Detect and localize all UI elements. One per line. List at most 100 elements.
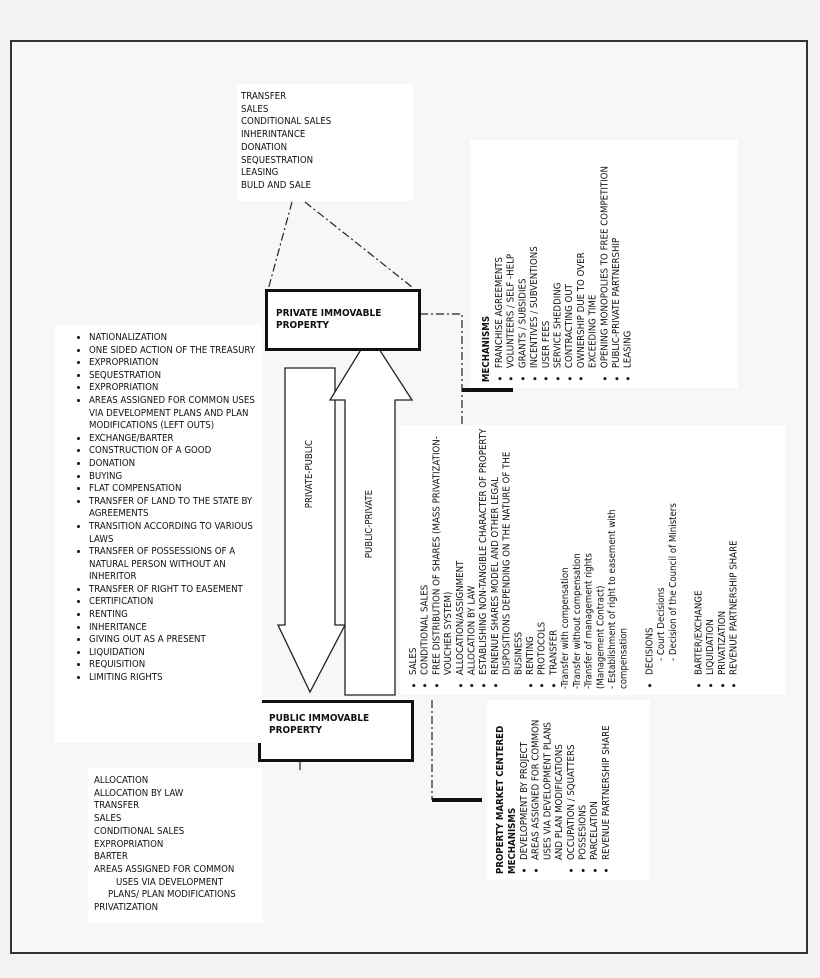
list-item: SERVICE SHEDDING [553, 166, 565, 368]
list-item: EXPROPRIATION [94, 838, 164, 850]
list-item: OCCUPATION / SQUATTERS [566, 704, 578, 860]
arrow-label-private-public: PRIVATE-PUBLIC [304, 440, 315, 509]
list-item: PRIVATIZATION [94, 902, 159, 914]
list-item: SEQUESTRATION [89, 370, 256, 383]
list-item: POSSESIONS [578, 704, 590, 860]
mechanisms-box: MECHANISMS FRANCHISE AGREEMENTS VOLUNTEE… [470, 140, 738, 388]
list-item: ALLOCATION [94, 775, 149, 786]
sub-item: -Transfer of management rights (Manageme… [583, 553, 607, 689]
list-item: LIMITING RIGHTS [89, 672, 256, 685]
list-item: GIVING OUT AS A PRESENT [89, 634, 256, 647]
list-item: LIQUIDATION [705, 425, 717, 675]
list-item: ALLOCATION BY LAW [94, 787, 184, 799]
list-item: PROTOCOLS [537, 425, 549, 675]
sub-item: -Transfer with compensation [560, 567, 572, 689]
sub-item: -Transfer without compensation [571, 553, 583, 689]
arrow-label-public-private: PUBLIC-PRIVATE [364, 490, 375, 559]
list-item: FRANCHISE AGREEMENTS [494, 166, 506, 368]
list-item: GRANTS / SUBSIDIES [517, 166, 529, 369]
list-item: OWNERSHIP DUE TO OVER EXCEEDING TIME [576, 248, 599, 368]
list-item: BARTER/EXCHANGE [693, 425, 705, 675]
list-item: EXPROPRIATION [89, 382, 256, 395]
list-item-cont: PLANS/ PLAN MODIFICATIONS [108, 889, 236, 901]
list-item: ONE SIDED ACTION OF THE TREASURY [89, 345, 256, 358]
list-item: SALES [241, 103, 269, 115]
list-item: LEASING [241, 167, 279, 179]
list-item: OPENING MONOPOLIES TO FREE COMPETITION [599, 166, 611, 368]
list-item: REQUISITION [89, 659, 256, 672]
connector-line [304, 201, 413, 288]
list-item: PRIVATIZATION [717, 425, 729, 675]
list-item: TRANSFER [94, 800, 140, 812]
list-item: TRANSFER OF RIGHT TO EASEMENT [89, 584, 256, 597]
private-immovable-property-node: PRIVATE IMMOVABLE PROPERTY [265, 289, 421, 351]
list-item: ESTABLISHING NON-TANGIBLE CHARACTER OF P… [478, 425, 490, 675]
middle-content: SALES CONDITIONAL SALES FREE DISTRIBUTIO… [408, 425, 740, 689]
list-item: INHERINTANCE [241, 129, 306, 141]
list-item: TRANSFER OF LAND TO THE STATE BY AGREEME… [89, 496, 256, 521]
sub-item: - Court Decisions [656, 587, 668, 661]
list-item: AREAS ASSIGNED FOR COMMON [94, 863, 235, 875]
list-item: ALLOCATION/ASSIGNMENT [455, 425, 467, 675]
list-item-cont: USES VIA DEVELOPMENT [116, 876, 224, 888]
list-item: BARTER [94, 851, 128, 863]
list-item: CONTRACTING OUT [564, 166, 576, 368]
transfer-sublist: -Transfer with compensation -Transfer wi… [560, 425, 644, 689]
list-item: CONDITIONAL SALES [241, 116, 332, 128]
property-market-mechanisms-box: PROPERTY MARKET CENTERED MECHANISMS DEVE… [487, 700, 650, 880]
list-item: CONDITIONAL SALES [420, 425, 432, 675]
list-item: RENENUE SHARES MODEL AND OTHER LEGAL DIS… [490, 425, 525, 675]
connector-line [420, 313, 463, 460]
list-item: CONDITIONAL SALES [94, 825, 185, 837]
list-item: BUYING [89, 471, 256, 484]
list-item: SEQUESTRATION [241, 154, 314, 166]
list-item: AREAS ASSIGNED FOR COMMON USES VIA DEVEL… [531, 705, 566, 860]
list-item: DONATION [89, 458, 256, 471]
market-title: PROPERTY MARKET CENTERED MECHANISMS [495, 725, 518, 874]
market-content: PROPERTY MARKET CENTERED MECHANISMS DEVE… [495, 704, 613, 874]
list-item: TRANSITION ACCORDING TO VARIOUS LAWS [89, 521, 256, 546]
list-item: INCENTIVES / SUBVENTIONS [529, 166, 541, 368]
list-item: LIQUIDATION [89, 647, 256, 660]
list-item: ALLOCATION BY LAW [467, 425, 479, 675]
decisions-sublist: - Court Decisions - Decision of the Coun… [656, 425, 693, 689]
list-item: DECISIONS [644, 425, 656, 675]
list-item: CONSTRUCTION OF A GOOD [89, 445, 256, 458]
mechanisms-title: MECHANISMS [481, 315, 492, 382]
list-item: INHERITANCE [89, 622, 256, 635]
list-item: REVENUE PARTNERSHIP SHARE [729, 425, 741, 675]
public-acquisition-box: NATIONALIZATIONONE SIDED ACTION OF THE T… [55, 325, 262, 743]
sub-item: - Establishment of right to easement wit… [606, 509, 630, 689]
list-item: TRANSFER [548, 425, 560, 675]
list-item: USER FEES [541, 166, 553, 368]
bottom-left-list-box: ALLOCATION ALLOCATION BY LAW TRANSFER SA… [88, 768, 263, 923]
list-item: BULD AND SALE [241, 179, 311, 191]
top-list-box: TRANSFER SALES CONDITIONAL SALES INHERIN… [237, 84, 413, 201]
list-item: DONATION [241, 141, 288, 153]
list-item: VOLUNTEERS / SELF -HELP [506, 166, 518, 368]
left-list: NATIONALIZATIONONE SIDED ACTION OF THE T… [73, 332, 256, 685]
list-item: DEVELOPMENT BY PROJECT [519, 704, 531, 860]
list-item: FLAT COMPENSATION [89, 483, 256, 496]
list-item: PUBLIC-PRIVATE PARTNERSHIP [611, 166, 623, 368]
arrow-public-to-private [328, 333, 414, 696]
list-item: SALES [408, 425, 420, 675]
list-item: TRANSFER OF POSSESSIONS OF A NATURAL PER… [89, 546, 256, 584]
list-item: REVENUE PARTNERSHIP SHARE [601, 704, 613, 860]
sub-item: - Decision of the Council of Ministers [667, 503, 679, 661]
list-item: TRANSFER [241, 91, 287, 102]
list-item: EXPROPRIATION [89, 357, 256, 370]
mechanisms-content: MECHANISMS FRANCHISE AGREEMENTS VOLUNTEE… [480, 166, 634, 382]
public-private-mechanisms-box: SALES CONDITIONAL SALES FREE DISTRIBUTIO… [400, 425, 785, 695]
list-item: CERTIFICATION [89, 596, 256, 609]
list-item: NATIONALIZATION [89, 332, 256, 345]
list-item: PARCELATION [589, 704, 601, 860]
arrow-private-to-public [276, 367, 347, 694]
list-item: AREAS ASSIGNED FOR COMMON USES VIA DEVEL… [89, 395, 256, 433]
connector-line [267, 201, 293, 291]
list-item: FREE DISTRIBUTION OF SHARES (MASS PRIVAT… [431, 425, 454, 675]
list-item: LEASING [623, 166, 635, 368]
list-item: RENTING [89, 609, 256, 622]
list-item: SALES [94, 813, 122, 825]
list-item: RENTING [525, 425, 537, 675]
